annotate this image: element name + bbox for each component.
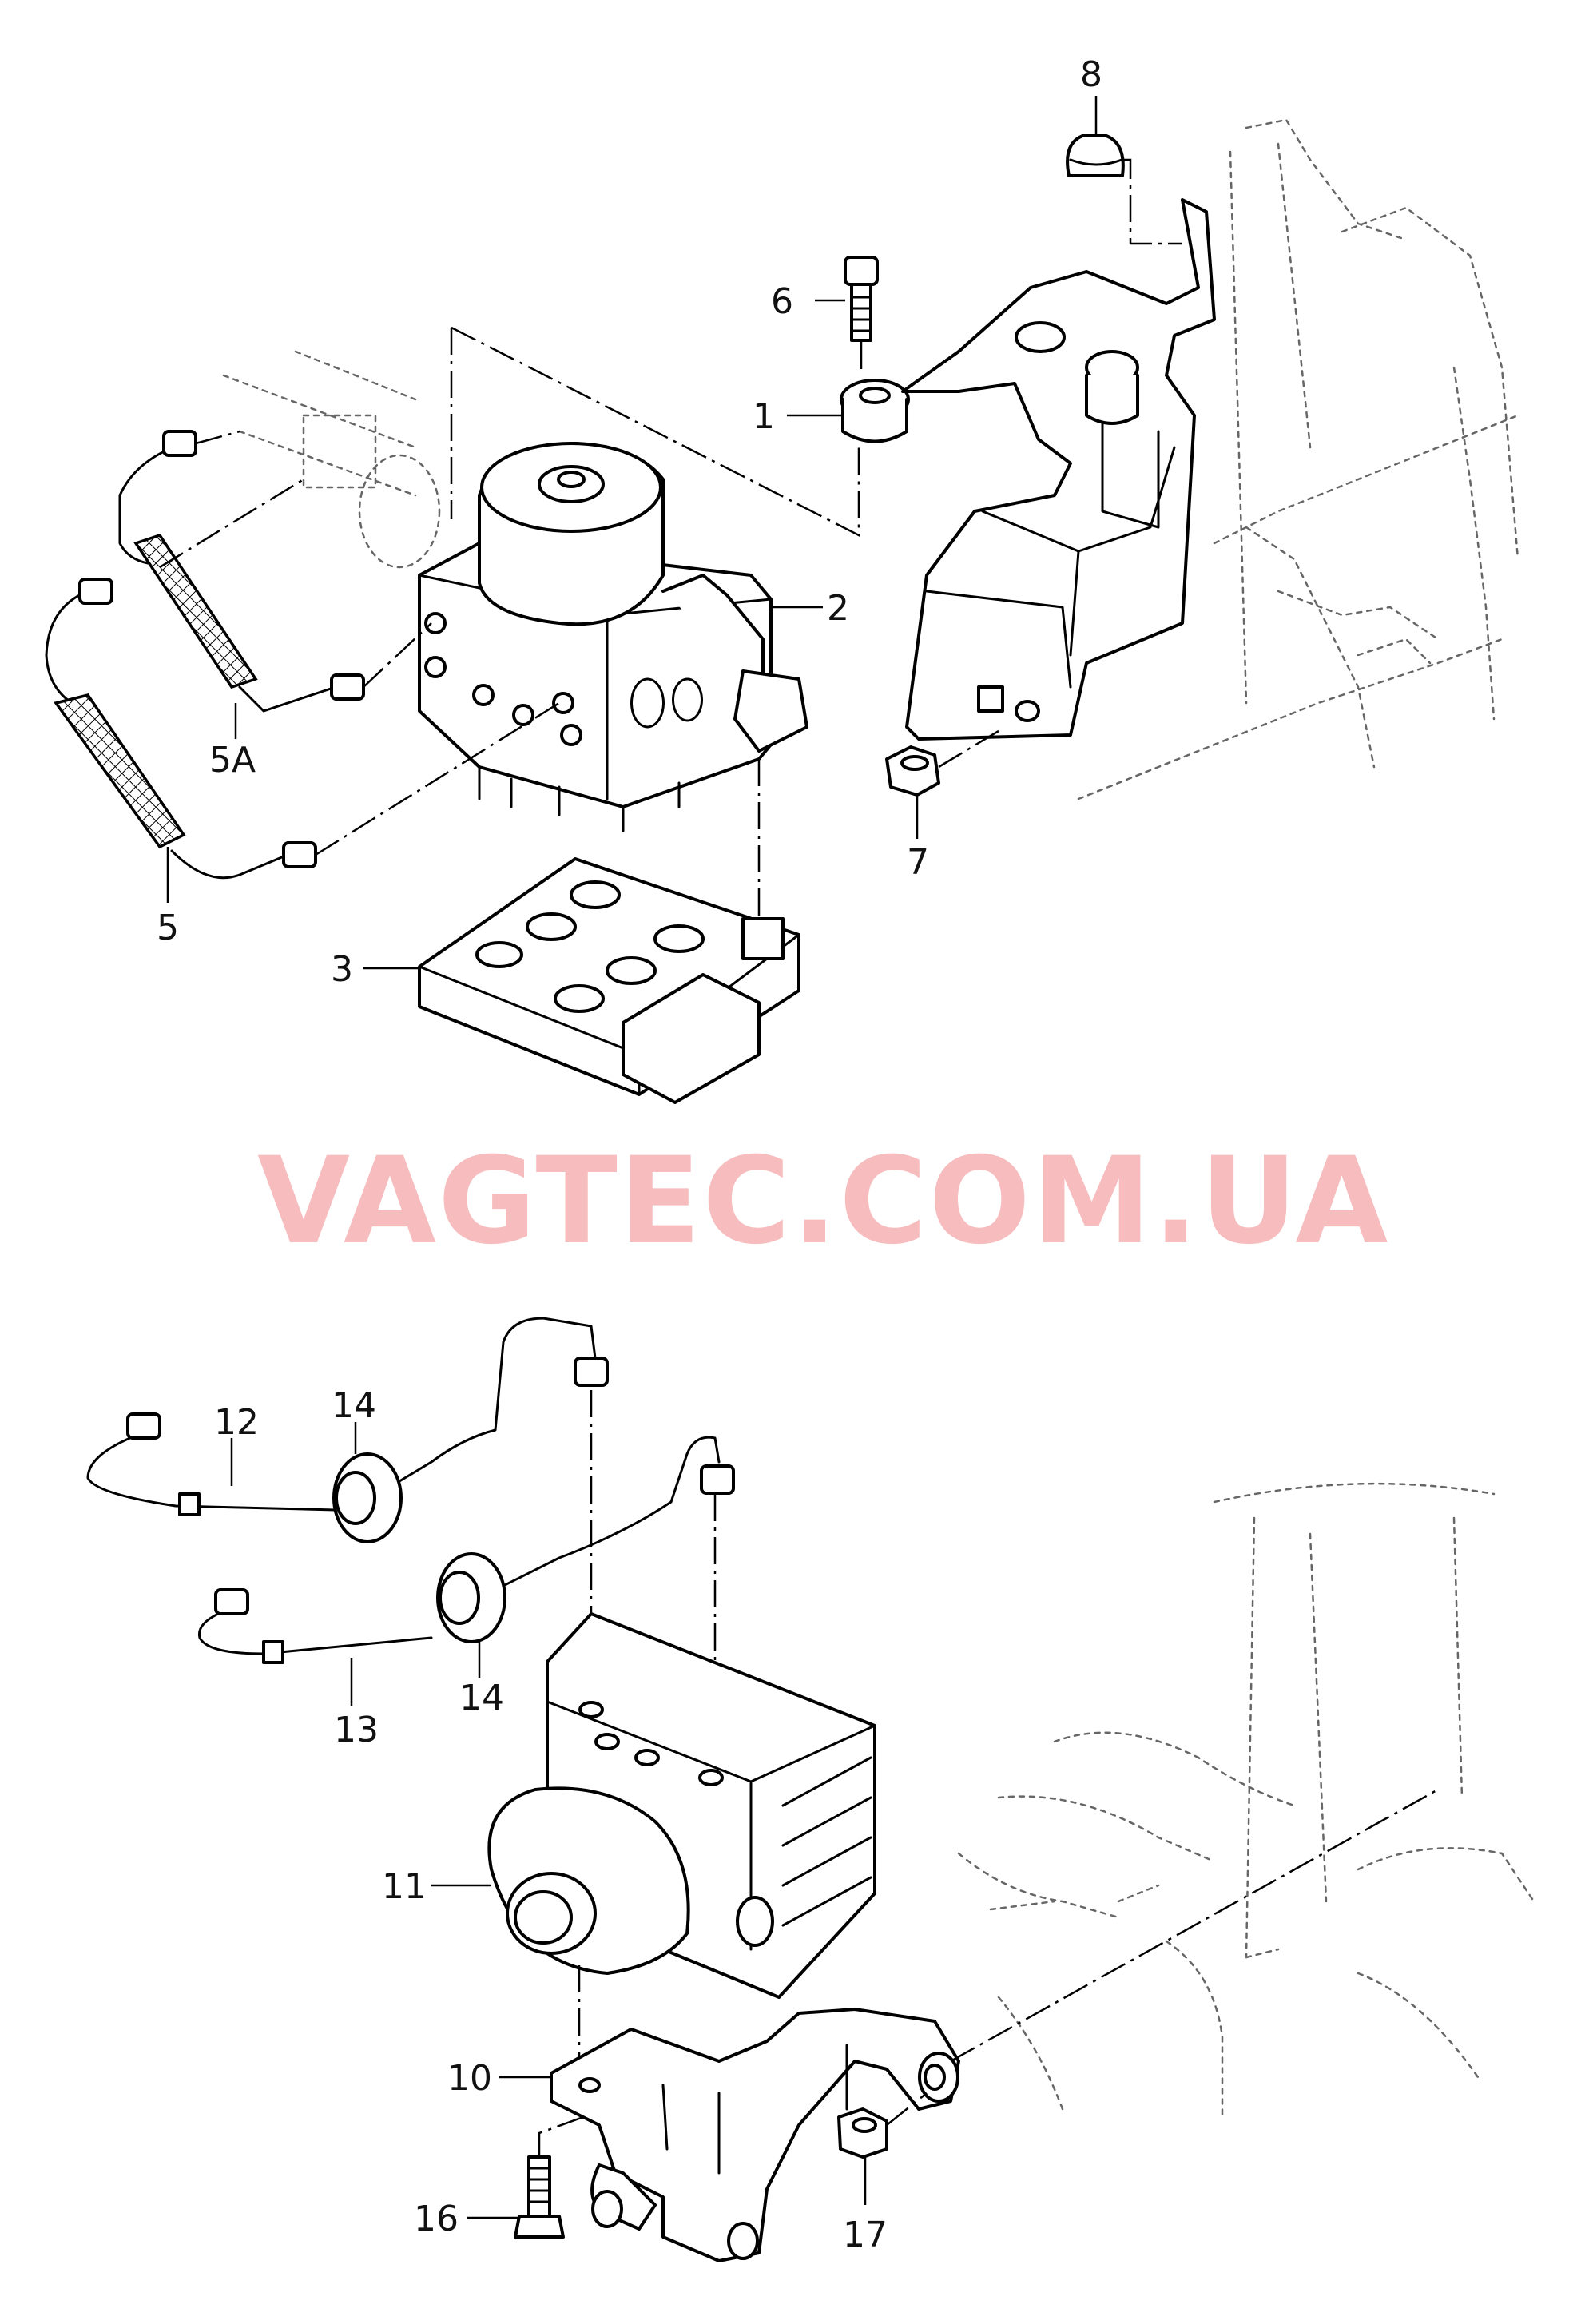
callout-11: 11	[382, 1866, 427, 1907]
part-17-nut	[837, 2107, 888, 2159]
part-6-bolt	[844, 256, 879, 342]
part-5a-brake-line	[118, 430, 365, 713]
callout-1: 1	[753, 396, 775, 437]
part-14-grommet-lower	[436, 1552, 506, 1643]
callout-16: 16	[414, 2199, 459, 2239]
callout-3: 3	[331, 949, 353, 990]
part-5-brake-line	[45, 578, 317, 880]
callout-12: 12	[214, 1402, 259, 1443]
callout-2: 2	[827, 588, 849, 629]
callout-5: 5	[157, 908, 179, 948]
callout-7: 7	[907, 842, 929, 883]
callout-14-upper: 14	[332, 1385, 376, 1426]
part-8-cap-nut	[1066, 134, 1125, 177]
part-7-nut	[885, 745, 940, 797]
body-structure-ghost-lower	[957, 1482, 1535, 2119]
callout-6: 6	[771, 281, 793, 322]
watermark-text: VAGTEC.COM.UA	[257, 1132, 1389, 1271]
part-1-rubber-mount	[840, 379, 910, 443]
callout-13: 13	[334, 1710, 379, 1750]
callout-10: 10	[447, 2058, 492, 2099]
part-14-grommet-upper	[332, 1452, 403, 1543]
part-3-control-unit	[418, 857, 800, 1104]
part-10-lower-bracket	[550, 2008, 960, 2262]
callout-17: 17	[843, 2215, 888, 2255]
part-16-bolt	[514, 2155, 565, 2239]
part-12-brake-line	[86, 1317, 609, 1516]
part-2-hydraulic-unit	[418, 442, 808, 832]
body-structure-ghost-upper	[1077, 118, 1519, 800]
upper-mounting-bracket	[901, 198, 1216, 741]
connector-ghost	[222, 350, 441, 569]
part-13-brake-line	[197, 1436, 735, 1664]
callout-8: 8	[1080, 54, 1102, 95]
callout-5a: 5A	[209, 740, 256, 781]
callout-14-lower: 14	[459, 1678, 504, 1718]
part-11-abs-unit	[487, 1612, 876, 1999]
